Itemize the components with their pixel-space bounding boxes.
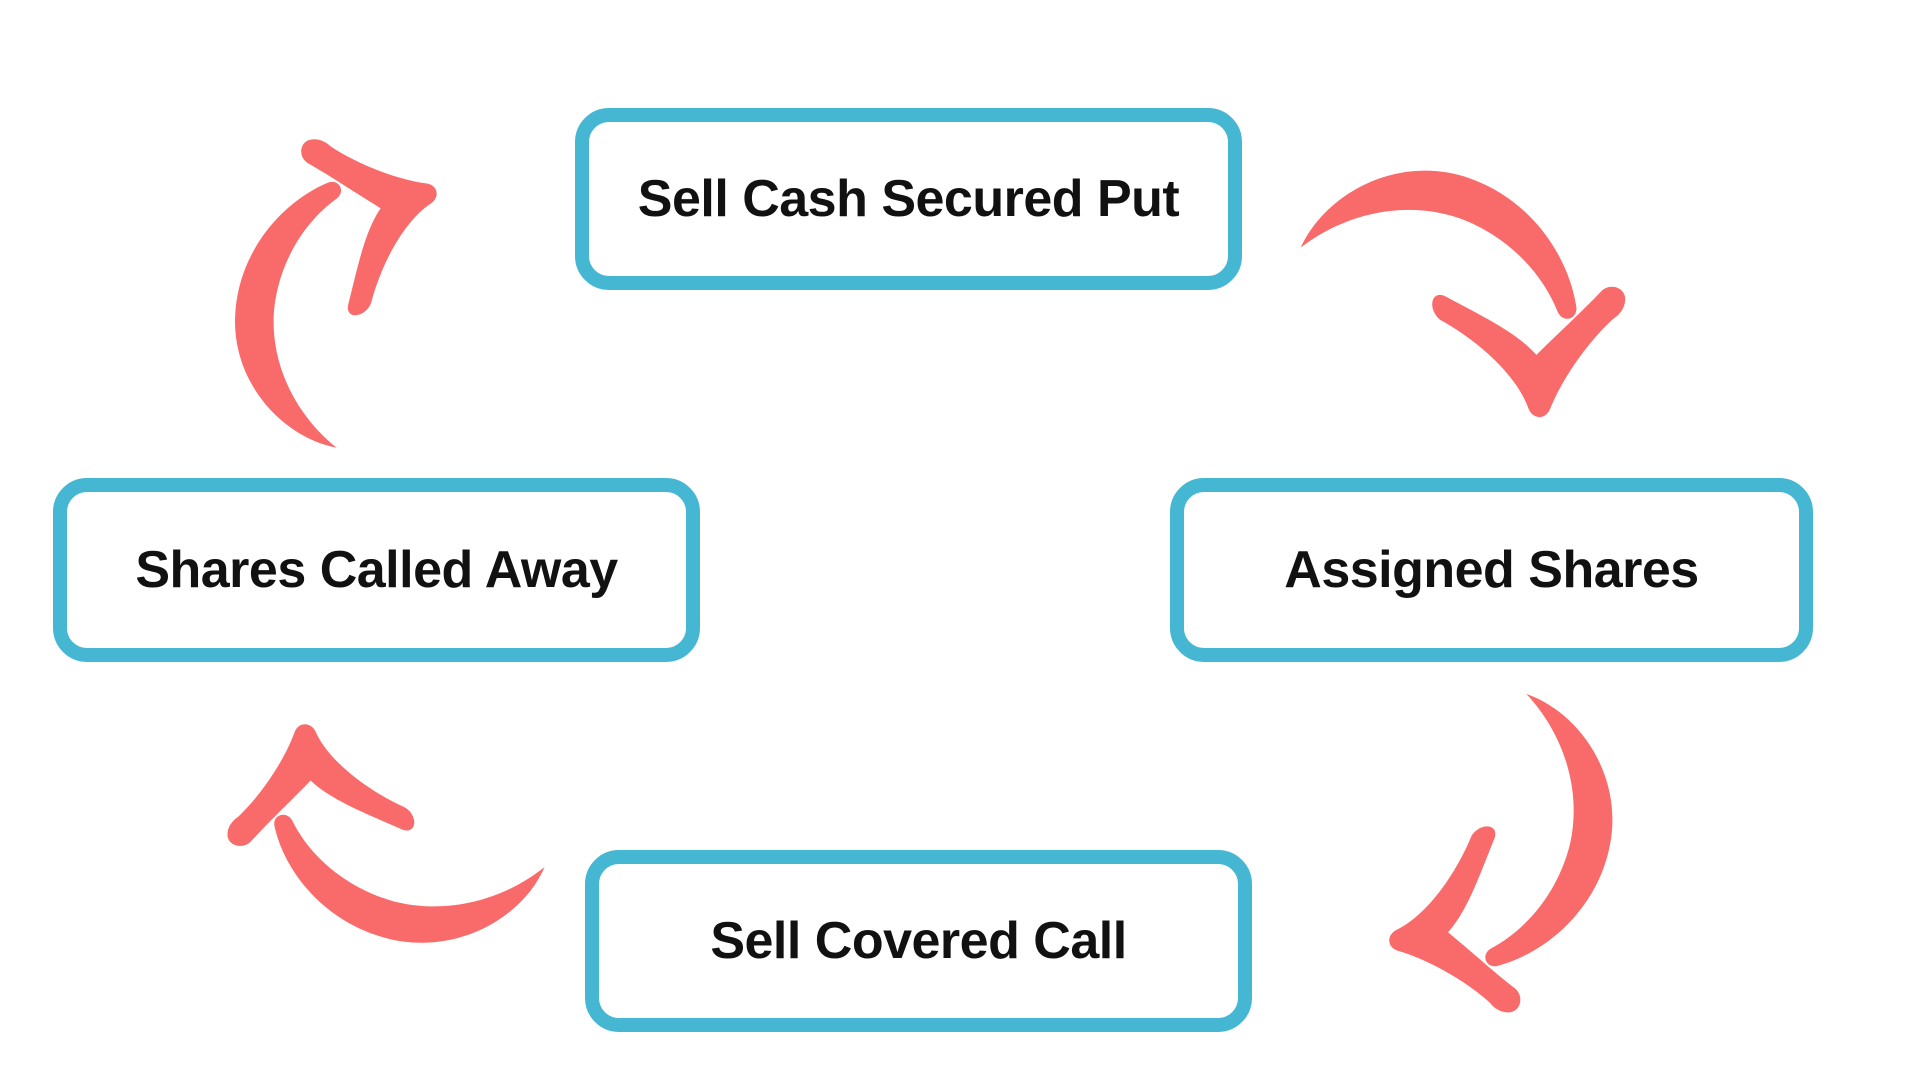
arrow-head: [1389, 826, 1521, 1013]
arrow-head: [301, 139, 437, 316]
arrow-head: [1432, 286, 1626, 418]
node-label-shares-called-away: Shares Called Away: [135, 541, 618, 599]
curved-arrow-bottom-to-left-icon: [227, 724, 545, 943]
node-sell-covered-call: Sell Covered Call: [585, 850, 1252, 1032]
node-sell-cash-secured-put: Sell Cash Secured Put: [575, 108, 1242, 290]
arrow-body: [235, 181, 342, 448]
arrow-body: [274, 814, 545, 943]
arrow-head: [227, 724, 415, 846]
curved-arrow-right-to-bottom-icon: [1389, 693, 1613, 1013]
arrow-body: [1485, 693, 1613, 967]
node-label-sell-covered-call: Sell Covered Call: [710, 912, 1127, 970]
curved-arrow-left-to-top-icon: [235, 139, 437, 448]
curved-arrow-top-to-right-icon: [1300, 170, 1626, 418]
node-label-assigned-shares: Assigned Shares: [1284, 541, 1699, 599]
node-assigned-shares: Assigned Shares: [1170, 478, 1813, 662]
node-shares-called-away: Shares Called Away: [53, 478, 700, 662]
arrow-body: [1300, 170, 1577, 319]
node-label-sell-cash-secured-put: Sell Cash Secured Put: [637, 170, 1180, 228]
